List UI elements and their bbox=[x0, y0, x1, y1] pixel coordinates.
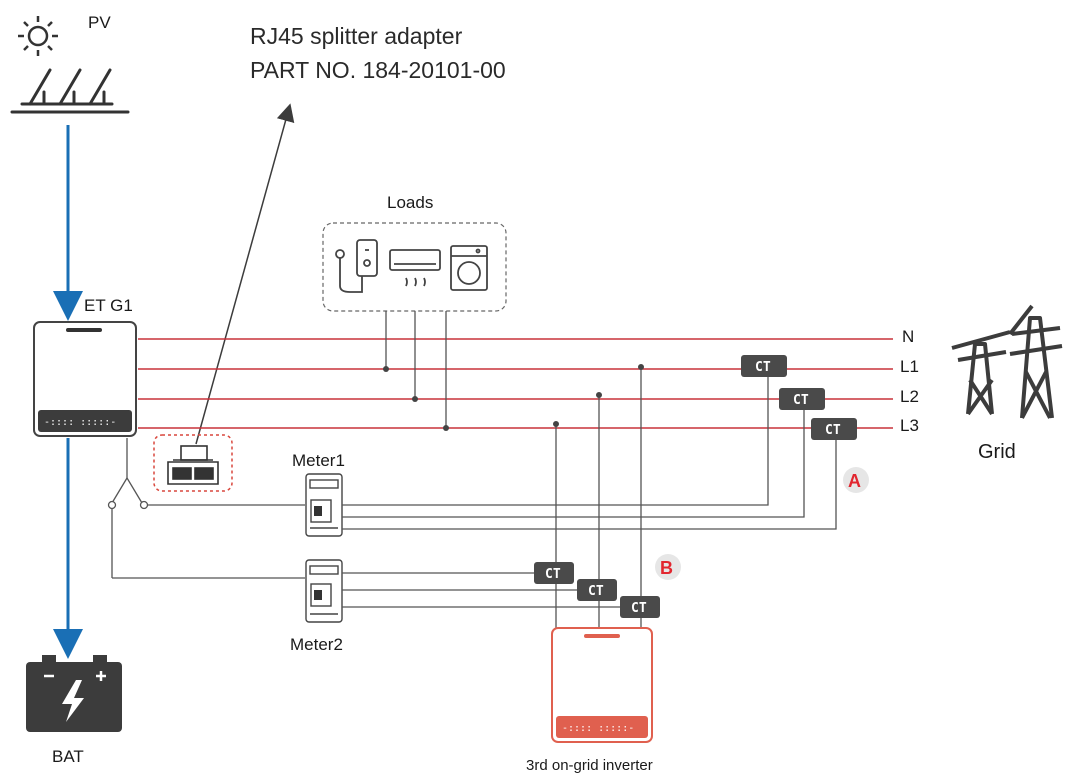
splitter-pointer-line bbox=[195, 103, 295, 445]
third-on-grid-inverter: -:::: :::::- bbox=[551, 627, 653, 743]
marker-a: A bbox=[843, 467, 869, 493]
rj45-splitter-icon bbox=[167, 445, 219, 485]
meter2-icon bbox=[305, 559, 343, 623]
inverter-label: ET G1 bbox=[84, 296, 133, 315]
meter1-label: Meter1 bbox=[292, 451, 345, 470]
svg-text:B: B bbox=[660, 558, 673, 578]
bus-l1-label: L1 bbox=[900, 357, 919, 376]
battery-icon bbox=[26, 655, 122, 732]
loads-wiring bbox=[385, 311, 447, 428]
ct-grid-l1: CT bbox=[741, 355, 787, 377]
loads-junctions bbox=[383, 366, 449, 431]
washing-machine-icon bbox=[450, 245, 488, 291]
meter1-ct-wiring bbox=[342, 376, 837, 530]
svg-text:-:::: :::::-: -:::: :::::- bbox=[44, 417, 116, 428]
svg-text:CT: CT bbox=[793, 393, 809, 408]
meter2-label: Meter2 bbox=[290, 635, 343, 654]
transmission-tower-icon bbox=[951, 304, 1063, 419]
ct-inverter-l1: CT bbox=[620, 596, 660, 618]
pv-label: PV bbox=[88, 13, 111, 32]
ct-inverter-l2: CT bbox=[577, 579, 617, 601]
ac-bus bbox=[138, 338, 893, 429]
grid-label: Grid bbox=[978, 441, 1016, 463]
meter-comm-wiring bbox=[111, 438, 305, 579]
svg-text:CT: CT bbox=[588, 584, 604, 599]
svg-text:CT: CT bbox=[825, 423, 841, 438]
air-conditioner-icon bbox=[389, 249, 441, 287]
meter1-icon bbox=[305, 473, 343, 537]
ct-grid-l2: CT bbox=[779, 388, 825, 410]
ct-grid-l3: CT bbox=[811, 418, 857, 440]
svg-text:-:::: :::::-: -:::: :::::- bbox=[562, 723, 634, 734]
sun-icon bbox=[18, 16, 58, 56]
svg-text:CT: CT bbox=[631, 601, 647, 616]
bus-n-label: N bbox=[902, 327, 914, 346]
svg-text:A: A bbox=[848, 471, 861, 491]
svg-text:CT: CT bbox=[755, 360, 771, 375]
splitter-callout bbox=[153, 434, 233, 492]
solar-panel-icon bbox=[10, 68, 130, 114]
meter2-ct-wiring bbox=[342, 572, 621, 608]
bus-l3-label: L3 bbox=[900, 416, 919, 435]
marker-b: B bbox=[655, 554, 681, 580]
third-inverter-label: 3rd on-grid inverter bbox=[526, 757, 653, 774]
water-heater-icon bbox=[335, 239, 378, 293]
ct-inverter-l3: CT bbox=[534, 562, 574, 584]
et-g1-inverter: -:::: :::::- bbox=[33, 321, 137, 437]
splitter-title: RJ45 splitter adapter bbox=[250, 23, 463, 49]
splitter-part-number: PART NO. 184-20101-00 bbox=[250, 57, 506, 83]
battery-label: BAT bbox=[52, 747, 84, 766]
bus-l2-label: L2 bbox=[900, 387, 919, 406]
svg-text:CT: CT bbox=[545, 567, 561, 582]
loads-label: Loads bbox=[387, 193, 433, 212]
third-inverter-junctions bbox=[553, 364, 644, 427]
